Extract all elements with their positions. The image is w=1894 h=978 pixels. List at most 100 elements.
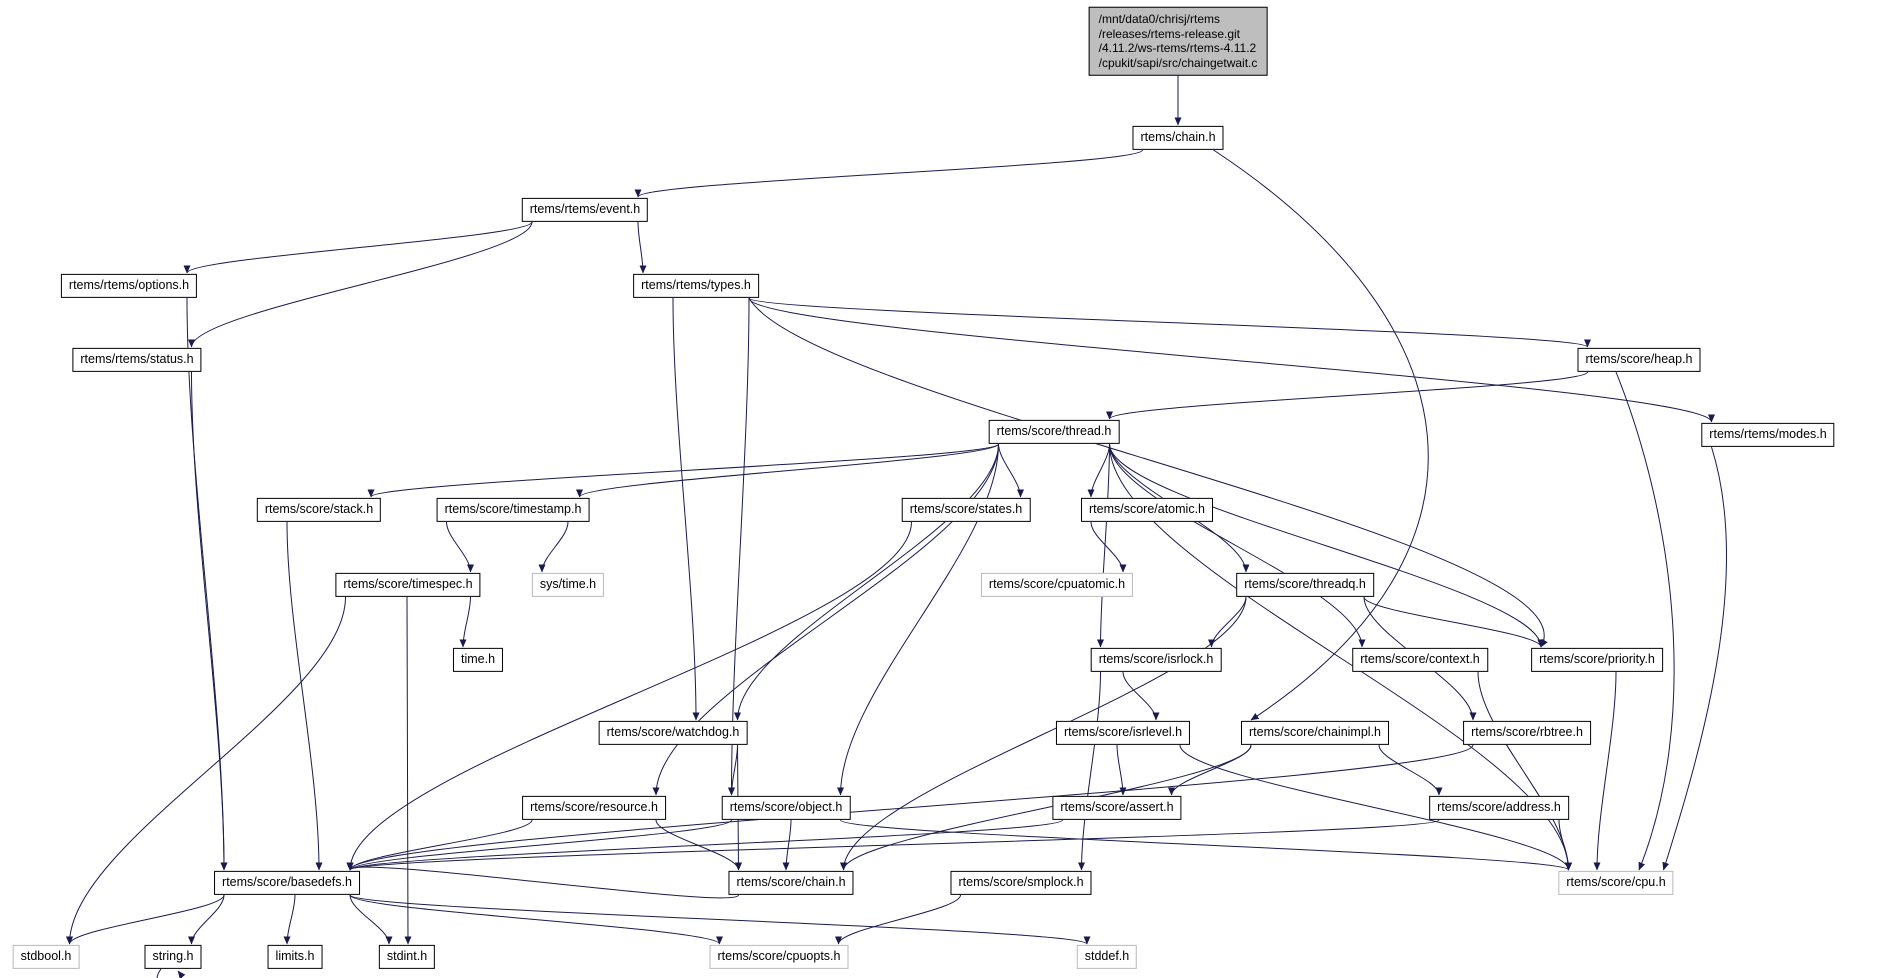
graph-node-rtems-score-context-h[interactable]: rtems/score/context.h [1352, 647, 1488, 673]
graph-node-label: rtems/score/threadq.h [1244, 576, 1366, 591]
graph-node-limits-h[interactable]: limits.h [267, 944, 323, 970]
include-edge [347, 819, 1440, 871]
graph-node-stddef-h[interactable]: stddef.h [1076, 944, 1138, 970]
include-edge [748, 297, 1591, 348]
graph-node-rtems-score-cpuatomic-h[interactable]: rtems/score/cpuatomic.h [980, 572, 1134, 598]
include-edge [349, 894, 723, 945]
graph-node-rtems-chain-h[interactable]: rtems/chain.h [1132, 125, 1224, 151]
include-edge [1662, 446, 1728, 871]
graph-node-rtems-score-stack-h[interactable]: rtems/score/stack.h [256, 497, 382, 523]
graph-node-label: rtems/score/assert.h [1060, 799, 1174, 814]
include-edge [840, 819, 1572, 871]
graph-node-rtems-rtems-types-h[interactable]: rtems/rtems/types.h [633, 273, 759, 299]
include-edge [1106, 371, 1588, 420]
graph-node-rtems-score-object-h[interactable]: rtems/score/object.h [721, 795, 851, 821]
graph-node-rtems-score-chainimpl-h[interactable]: rtems/score/chainimpl.h [1241, 720, 1389, 746]
include-edge [283, 894, 296, 945]
graph-node-sys-time-h[interactable]: sys/time.h [531, 572, 605, 598]
include-edge [1116, 744, 1127, 796]
graph-node-stdint-h[interactable]: stdint.h [378, 944, 436, 970]
include-edge [672, 297, 700, 721]
graph-node-stdbool-h[interactable]: stdbool.h [12, 944, 80, 970]
include-edge [1109, 443, 1545, 648]
graph-node-rtems-score-heap-h[interactable]: rtems/score/heap.h [1577, 347, 1701, 373]
include-edge [66, 894, 225, 945]
graph-node-rtems-score-rbtree-h[interactable]: rtems/score/rbtree.h [1463, 720, 1591, 746]
include-edge [840, 744, 1252, 871]
graph-node-label: sys/time.h [539, 576, 597, 591]
graph-node-label: rtems/rtems/modes.h [1709, 426, 1827, 441]
graph-node-rtems-score-cpuopts-h[interactable]: rtems/score/cpuopts.h [709, 944, 849, 970]
include-edge [1078, 671, 1101, 871]
graph-node-label: rtems/score/stack.h [264, 501, 374, 516]
graph-node-rtems-score-threadq-h[interactable]: rtems/score/threadq.h [1236, 572, 1374, 598]
include-edge [652, 443, 999, 796]
include-edge [840, 596, 1247, 871]
graph-node-label: rtems/score/atomic.h [1088, 501, 1206, 516]
graph-node-rtems-score-states-h[interactable]: rtems/score/states.h [901, 497, 1031, 523]
include-edge [1179, 744, 1572, 871]
graph-node-label: rtems/score/resource.h [530, 799, 658, 814]
graph-node-rtems-score-thread-h[interactable]: rtems/score/thread.h [988, 419, 1120, 445]
include-edge [346, 521, 912, 871]
graph-node-rtems-score-smplock-h[interactable]: rtems/score/smplock.h [950, 870, 1092, 896]
graph-node-rtems-score-cpu-h[interactable]: rtems/score/cpu.h [1558, 870, 1674, 896]
graph-node-rtems-score-assert-h[interactable]: rtems/score/assert.h [1052, 795, 1182, 821]
graph-node-rtems-score-basedefs-h[interactable]: rtems/score/basedefs.h [214, 870, 360, 896]
include-edge [1615, 371, 1675, 871]
include-edge [349, 894, 393, 945]
include-edge [576, 443, 999, 498]
graph-node-rtems-score-timestamp-h[interactable]: rtems/score/timestamp.h [436, 497, 590, 523]
graph-node-label: stddef.h [1084, 948, 1130, 963]
graph-node-label: rtems/score/watchdog.h [606, 724, 740, 739]
include-edge [459, 596, 471, 648]
graph-node-root: /mnt/data0/chrisj/rtems /releases/rtems-… [1088, 6, 1268, 76]
graph-node-rtems-rtems-options-h[interactable]: rtems/rtems/options.h [60, 273, 198, 299]
graph-node-time-h[interactable]: time.h [452, 647, 504, 673]
graph-node-rtems-score-watchdog-h[interactable]: rtems/score/watchdog.h [598, 720, 748, 746]
graph-node-rtems-rtems-modes-h[interactable]: rtems/rtems/modes.h [1701, 422, 1835, 448]
include-edge [1168, 744, 1252, 796]
graph-node-label: rtems/score/heap.h [1585, 351, 1693, 366]
include-edge [367, 443, 999, 498]
include-edge [404, 596, 412, 945]
include-edge [998, 443, 1024, 498]
graph-node-label: rtems/rtems/types.h [641, 277, 751, 292]
graph-node-rtems-rtems-event-h[interactable]: rtems/rtems/event.h [521, 197, 649, 223]
include-edge [782, 819, 792, 871]
include-edge [748, 297, 1548, 648]
include-edge [1558, 819, 1572, 871]
include-edge [346, 819, 732, 871]
include-edge [346, 819, 1063, 871]
include-edge [156, 968, 186, 978]
include-edge [346, 862, 739, 899]
include-edge [1363, 596, 1545, 648]
include-edge [1213, 149, 1429, 721]
graph-node-rtems-score-isrlevel-h[interactable]: rtems/score/isrlevel.h [1055, 720, 1191, 746]
include-edge [1378, 744, 1443, 796]
graph-node-label: rtems/score/object.h [729, 799, 843, 814]
graph-node-rtems-score-address-h[interactable]: rtems/score/address.h [1429, 795, 1569, 821]
include-edge [1122, 671, 1160, 721]
graph-node-string-h[interactable]: string.h [144, 944, 202, 970]
include-edge [183, 221, 533, 274]
graph-node-rtems-score-atomic-h[interactable]: rtems/score/atomic.h [1080, 497, 1214, 523]
graph-node-label: rtems/score/cpuatomic.h [988, 576, 1126, 591]
include-edge [286, 521, 323, 871]
graph-node-rtems-rtems-status-h[interactable]: rtems/rtems/status.h [72, 347, 202, 373]
graph-node-label: rtems/score/chain.h [736, 874, 846, 889]
include-edge [346, 819, 533, 871]
graph-node-rtems-score-isrlock-h[interactable]: rtems/score/isrlock.h [1090, 647, 1222, 673]
include-edge [637, 221, 647, 274]
graph-node-label: rtems/score/address.h [1437, 799, 1561, 814]
graph-node-label: rtems/score/rbtree.h [1471, 724, 1583, 739]
graph-node-rtems-score-timespec-h[interactable]: rtems/score/timespec.h [335, 572, 481, 598]
graph-node-rtems-score-chain-h[interactable]: rtems/score/chain.h [728, 870, 854, 896]
graph-node-rtems-score-priority-h[interactable]: rtems/score/priority.h [1531, 647, 1663, 673]
include-edge [1477, 671, 1572, 871]
graph-node-rtems-score-resource-h[interactable]: rtems/score/resource.h [522, 795, 666, 821]
graph-node-label: rtems/score/isrlock.h [1098, 651, 1214, 666]
graph-node-label: stdbool.h [20, 948, 72, 963]
